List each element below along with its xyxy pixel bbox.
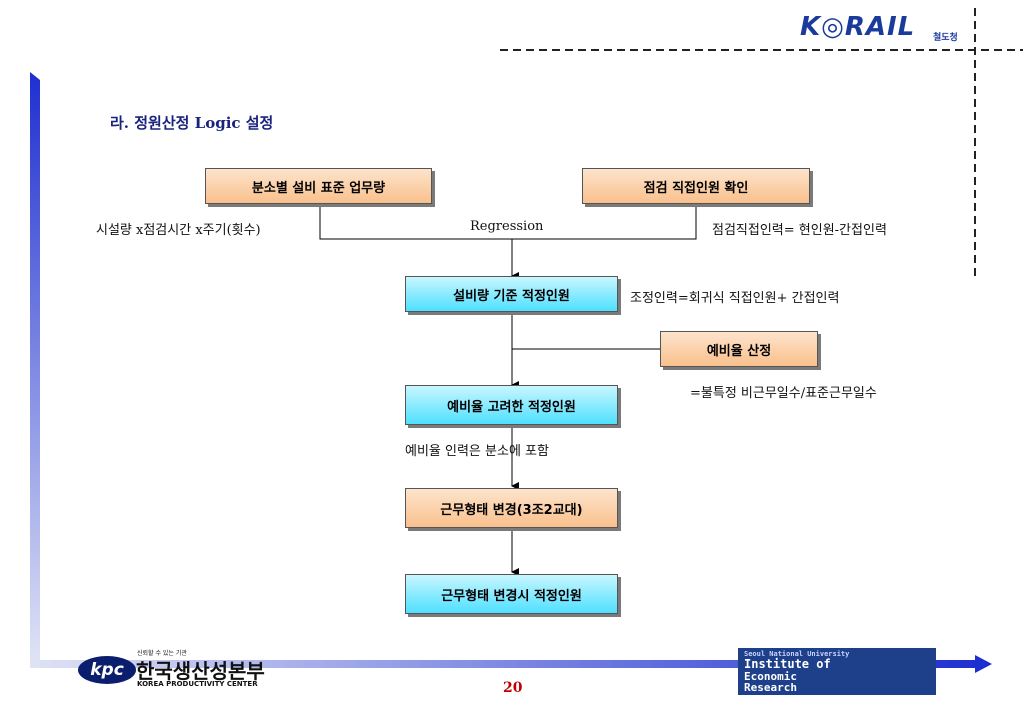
shift-change-box: 근무형태 변경(3조2교대) — [405, 488, 618, 528]
institute-line-1: Institute of — [744, 657, 831, 671]
regression-label: Regression — [470, 219, 544, 234]
right-formula-label: 점검직접인력= 현인원-간접인력 — [712, 223, 887, 238]
kpc-tagline: 신뢰할 수 있는 기관 — [137, 650, 187, 657]
institute-line-2: Economic — [744, 670, 797, 683]
inspection-staff-box: 점검 직접인원 확인 — [582, 168, 810, 204]
facility-staff-box: 설비량 기준 적정인원 — [405, 276, 618, 312]
reserve-rate-box: 예비율 산정 — [660, 331, 818, 367]
final-staff-box: 근무형태 변경시 적정인원 — [405, 574, 618, 614]
reserve-formula-label: =불특정 비근무일수/표준근무일수 — [690, 386, 877, 401]
page-number: 20 — [503, 680, 523, 696]
reserve-note-label: 예비율 인력은 분소에 포함 — [405, 444, 549, 459]
adjust-formula-label: 조정인력=회귀식 직접인원+ 간접인력 — [630, 291, 840, 306]
work-volume-box: 분소별 설비 표준 업무량 — [205, 168, 432, 204]
kpc-name: 한국생산성본부 — [136, 659, 265, 683]
left-formula-label: 시설량 x점검시간 x주기(횟수) — [96, 223, 261, 238]
korail-logo-subtitle: 철도청 — [933, 33, 958, 43]
reserve-staff-box: 예비율 고려한 적정인원 — [405, 385, 618, 425]
kpc-logo: kpc — [78, 656, 136, 684]
institute-line-3: Research — [744, 681, 797, 694]
flow-connectors — [319, 206, 697, 576]
institute-top-line: Seoul National University — [744, 650, 850, 658]
korail-logo: K◎RAIL — [800, 12, 916, 42]
institute-logo: Seoul National University Institute of E… — [738, 648, 936, 695]
kpc-english-name: KOREA PRODUCTIVITY CENTER — [137, 680, 258, 688]
section-title: 라. 정원산정 Logic 설정 — [110, 114, 274, 132]
